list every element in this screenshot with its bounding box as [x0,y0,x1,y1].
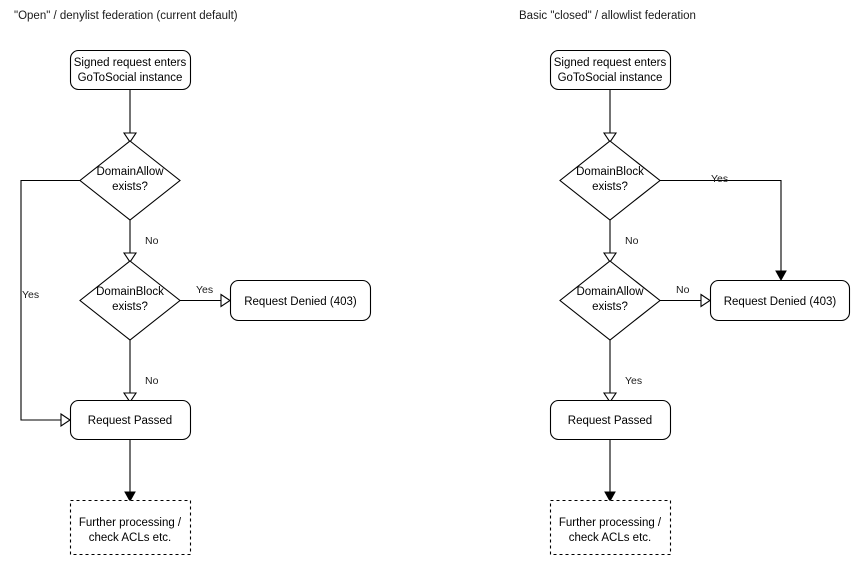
node-start-left: Signed request enters GoToSocial instanc… [69,49,192,91]
panel-title-closed-allowlist: Basic "closed" / allowlist federation [519,10,696,22]
further-processing-label-line1-left: Further processing / [79,517,182,529]
edge-label-domainallow-yes-left: Yes [22,289,39,301]
edge-domainallow-yes-right: Yes [602,340,642,403]
edge-label-domainblock-no-right: No [625,235,639,247]
edge-label-domainallow-no-left: No [145,235,159,247]
edge-label-domainblock-yes-left: Yes [196,284,213,296]
arrow-open-icon [122,392,138,403]
panel-title-open-denylist: "Open" / denylist federation (current de… [14,10,238,22]
arrow-filled-icon [604,491,616,503]
node-decision-domainblock-right: DomainBlock exists? [559,140,661,221]
node-decision-domainallow-right: DomainAllow exists? [559,260,661,341]
arrow-open-icon [602,132,618,143]
start-node-label-line2-left: GoToSocial instance [78,72,183,84]
domainblock-label-line1-right: DomainBlock [576,166,644,178]
node-start-right: Signed request enters GoToSocial instanc… [549,49,672,91]
edge-start-to-domainblock-right [602,89,618,143]
domainallow-label-line2-right: exists? [592,301,628,313]
arrow-open-icon [602,252,618,263]
request-denied-label-left: Request Denied (403) [244,296,357,308]
edge-label-domainblock-yes-right: Yes [711,173,728,185]
node-request-passed-left: Request Passed [69,399,192,441]
edge-domainblock-no-left: No [122,340,159,403]
further-processing-shape-right [549,499,672,556]
arrow-open-icon [122,252,138,263]
node-request-passed-right: Request Passed [549,399,672,441]
further-processing-shape-left [69,499,192,556]
node-decision-domainblock-left: DomainBlock exists? [79,260,181,341]
request-passed-label-left: Request Passed [88,415,172,427]
edge-domainallow-no-right: No [660,284,711,308]
edge-domainblock-yes-left: Yes [180,284,231,308]
request-denied-shape-left [229,279,372,322]
arrow-open-icon [700,293,711,308]
panel-open-denylist: "Open" / denylist federation (current de… [14,10,372,556]
domainallow-label-line2-left: exists? [112,181,148,193]
panel-closed-allowlist: Basic "closed" / allowlist federation Si… [519,10,851,556]
start-node-label-line1-right: Signed request enters [554,57,667,69]
start-node-label-line1-left: Signed request enters [74,57,187,69]
edge-domainblock-no-right: No [602,220,639,263]
further-processing-label-line1-right: Further processing / [559,517,662,529]
arrow-filled-icon [775,270,787,282]
edge-passed-to-further-right [604,439,616,503]
further-processing-label-line2-left: check ACLs etc. [89,532,171,544]
domainblock-label-line1-left: DomainBlock [96,286,164,298]
arrow-filled-icon [124,491,136,503]
edge-domainallow-no-left: No [122,220,159,263]
arrow-open-icon [602,392,618,403]
arrow-open-icon [60,412,71,428]
node-further-processing-left: Further processing / check ACLs etc. [69,499,192,556]
edge-passed-to-further-left [124,439,136,503]
request-passed-label-right: Request Passed [568,415,652,427]
node-request-denied-right: Request Denied (403) [709,279,851,322]
arrow-open-icon [122,132,138,143]
start-node-label-line2-right: GoToSocial instance [558,72,663,84]
request-denied-label-right: Request Denied (403) [724,296,837,308]
arrow-open-icon [220,293,231,308]
domainallow-label-line1-right: DomainAllow [576,286,644,298]
further-processing-label-line2-right: check ACLs etc. [569,532,651,544]
edge-label-domainallow-yes-right: Yes [625,375,642,387]
edge-label-domainallow-no-right: No [676,284,690,296]
domainblock-label-line2-left: exists? [112,301,148,313]
edge-label-domainblock-no-left: No [145,375,159,387]
node-decision-domainallow-left: DomainAllow exists? [79,140,181,221]
node-further-processing-right: Further processing / check ACLs etc. [549,499,672,556]
domainblock-label-line2-right: exists? [592,181,628,193]
edge-start-to-domainallow-left [122,89,138,143]
node-request-denied-left: Request Denied (403) [229,279,372,322]
domainallow-label-line1-left: DomainAllow [96,166,164,178]
edge-domainblock-yes-right: Yes [660,173,787,282]
request-denied-shape-right [709,279,851,322]
edge-domainallow-yes-left: Yes [20,179,80,428]
